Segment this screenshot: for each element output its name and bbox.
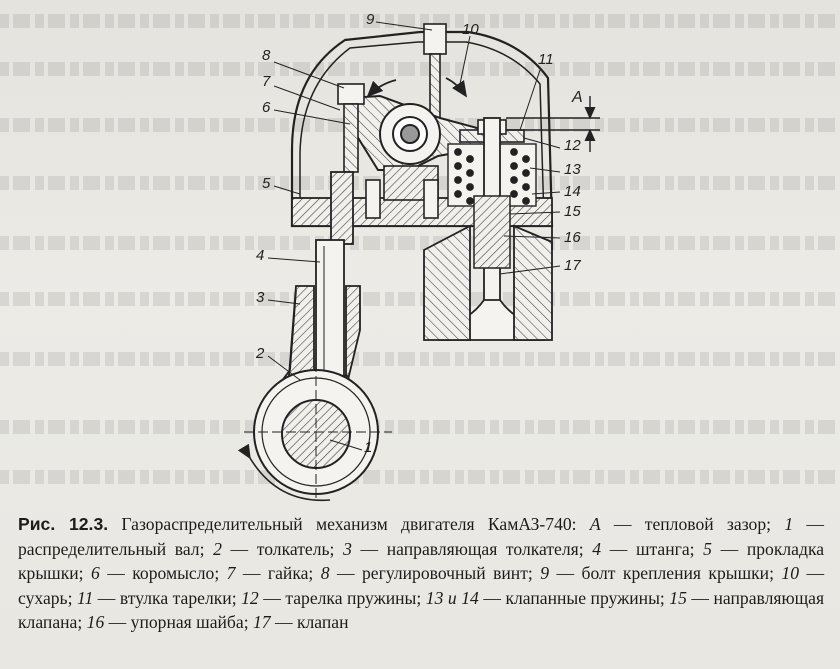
label-9: 9: [366, 11, 375, 28]
caption-item-number: 6: [91, 563, 100, 583]
cover-bolt: [423, 23, 447, 135]
label-clearance-a: А: [572, 89, 583, 106]
caption-item-number: 16: [86, 612, 105, 632]
caption-item-number: 15: [669, 587, 687, 608]
valve-cover: [290, 30, 554, 228]
caption-item-text: болт крепления крышки;: [581, 563, 774, 583]
label-8: 8: [262, 47, 271, 64]
caption-item-number: 9: [540, 563, 550, 583]
caption-item-text: упорная шайба;: [130, 612, 249, 632]
caption-item-text: толкатель;: [256, 538, 335, 559]
bleed-through-text: [0, 14, 840, 28]
label-7: 7: [262, 73, 271, 90]
label-10: 10: [462, 21, 479, 38]
caption-item-number: 17: [253, 612, 271, 632]
bleed-through-text: [0, 292, 840, 306]
caption-item-number: 11: [76, 587, 94, 608]
caption-item-number: 2: [213, 538, 222, 559]
caption-item-text: направляющая толкателя;: [386, 538, 584, 559]
cylinder-head-section: [423, 224, 553, 341]
bleed-through-text: [0, 236, 840, 250]
bleed-through-text: [0, 352, 840, 366]
label-3: 3: [256, 289, 265, 306]
valve-guide: [473, 195, 511, 269]
bleed-through-text: [0, 420, 840, 434]
caption-item-text: прокладка крышки;: [18, 538, 825, 584]
valve-train-drawing: [237, 21, 600, 502]
bleed-through-text: [0, 470, 840, 484]
caption-item-text: направляющая кла­пана;: [18, 587, 825, 633]
label-17: 17: [564, 257, 581, 274]
caption-item-number: 4: [592, 538, 602, 559]
caption-clearance-letter: А: [589, 514, 601, 534]
caption-title: Газораспределительный механизм двигателя…: [121, 514, 577, 534]
camshaft: [237, 362, 392, 502]
caption-item-text: втулка тарелки;: [119, 587, 237, 608]
caption-item-text: гайка;: [267, 563, 314, 583]
caption-item-text: распределительный вал;: [18, 538, 205, 559]
label-1: 1: [364, 439, 373, 456]
caption-item-number: 10: [781, 563, 800, 583]
rocker-motion-arrows: [366, 77, 467, 98]
clearance-marker: [506, 96, 600, 152]
caption-item-text: штанга;: [635, 538, 695, 559]
caption-item-number: 13 и 14: [425, 587, 479, 608]
label-6: 6: [262, 99, 271, 116]
label-11: 11: [538, 51, 554, 68]
label-2: 2: [256, 345, 265, 362]
label-4: 4: [256, 247, 265, 264]
label-5: 5: [262, 175, 271, 192]
caption-item-text: сухарь;: [18, 587, 73, 608]
caption-item-text: тарелка пружины;: [285, 587, 422, 608]
caption-item-text: клапан: [296, 612, 349, 632]
bleed-through-text: [0, 62, 840, 76]
label-12: 12: [564, 137, 581, 154]
adjusting-screw: [337, 83, 365, 173]
caption-item-number: 3: [343, 538, 352, 559]
caption-item-text: регулиро­вочный винт;: [362, 563, 533, 583]
caption-item-number: 1: [784, 514, 794, 534]
caption-item-number: 12: [241, 587, 259, 608]
label-16: 16: [564, 229, 581, 246]
rocker-stand: [365, 165, 439, 219]
caption-item-number: 8: [320, 563, 330, 583]
leader-lines: [267, 21, 561, 451]
caption-item-text: клапанные пружины;: [505, 587, 665, 608]
label-15: 15: [564, 203, 581, 220]
caption-figure-number: Рис. 12.3.: [18, 514, 109, 534]
pushrod: [315, 171, 354, 391]
caption-clearance-text: тепловой зазор;: [644, 514, 772, 534]
label-14: 14: [564, 183, 581, 200]
figure-caption: Рис. 12.3. Газораспределительный механиз…: [18, 514, 825, 633]
caption-item-number: 7: [226, 563, 236, 583]
label-13: 13: [564, 161, 581, 178]
caption-item-text: коромысло;: [132, 563, 220, 583]
caption-item-number: 5: [703, 538, 712, 559]
